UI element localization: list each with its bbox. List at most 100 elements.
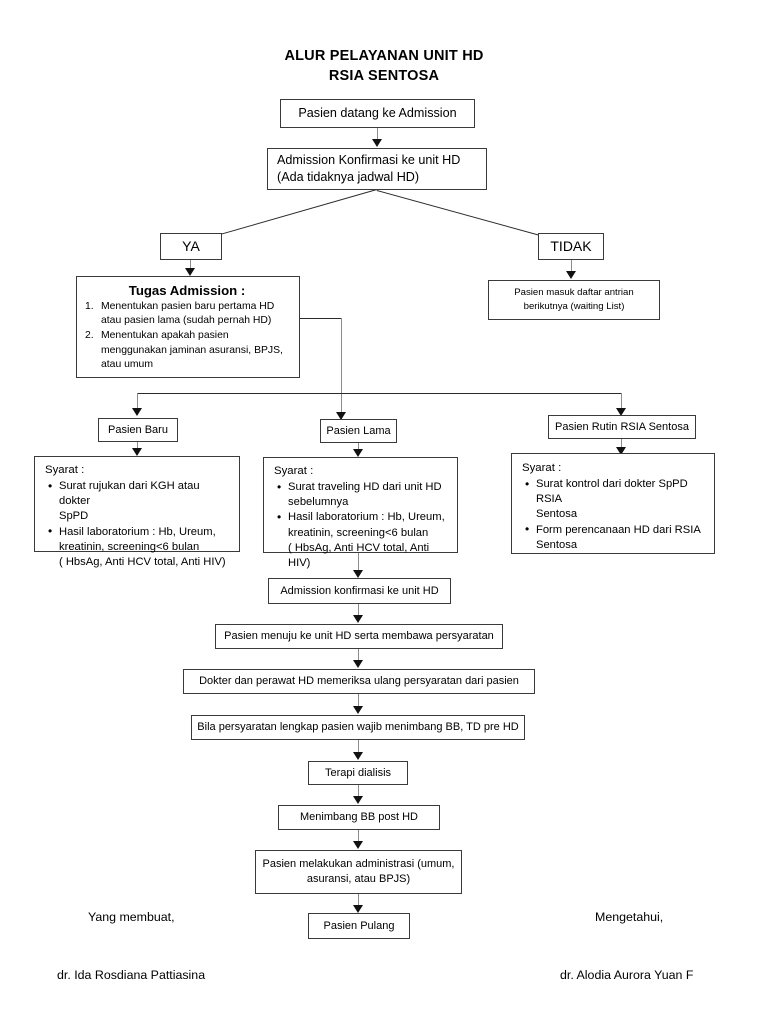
connector-konfirmasi-to-ya [219, 188, 377, 236]
node-tugas-admission[interactable]: Tugas Admission : 1. Menentukan pasien b… [76, 276, 300, 378]
node-tidak-label: TIDAK [550, 238, 592, 254]
node-terapi-dialisis[interactable]: Terapi dialisis [308, 761, 408, 785]
node-pasien-lama[interactable]: Pasien Lama [320, 419, 397, 443]
signature-left-name: dr. Ida Rosdiana Pattiasina [57, 968, 206, 982]
arrowhead-konfirmasi2-to-menuju [353, 615, 363, 623]
list-item: Surat traveling HD dari unit HD sebelumn… [277, 479, 451, 510]
node-tidak[interactable]: TIDAK [538, 233, 604, 260]
connector-periksa-to-timbang-pre [358, 694, 359, 711]
connector-pasien-lama-to-syarat [358, 443, 359, 453]
node-waiting-list-line2: berikutnya (waiting List) [523, 301, 625, 312]
node-pasien-baru-label: Pasien Baru [108, 423, 168, 436]
node-admission-konfirmasi-line2: (Ada tidaknya jadwal HD) [277, 170, 420, 184]
connector-menuju-to-periksa [358, 649, 359, 665]
list-item-number: 2. [85, 330, 94, 342]
connector-pasien-rutin-to-syarat [621, 439, 622, 451]
node-administrasi-line1: Pasien melakukan administrasi (umum, [262, 858, 455, 870]
connector-terapi-to-timbang-post [358, 785, 359, 801]
node-timbang-pre-hd-label: Bila persyaratan lengkap pasien wajib me… [197, 721, 519, 733]
node-administrasi[interactable]: Pasien melakukan administrasi (umum, asu… [255, 850, 462, 894]
node-admission-konfirmasi-2-label: Admission konfirmasi ke unit HD [280, 584, 439, 597]
list-item-line2: atau pasien lama (sudah pernah HD) [101, 315, 272, 327]
list-item: Surat kontrol dari dokter SpPD RSIA Sent… [525, 477, 708, 523]
node-admission-konfirmasi-2[interactable]: Admission konfirmasi ke unit HD [268, 578, 451, 604]
list-item-body: Menentukan apakah pasien menggunakan jam… [101, 329, 295, 372]
arrowhead-menuju-to-periksa [353, 660, 363, 668]
list-item: Form perencanaan HD dari RSIA Sentosa [525, 522, 708, 553]
page-title-line2: RSIA SENTOSA [328, 68, 440, 84]
node-pasien-baru[interactable]: Pasien Baru [98, 418, 178, 442]
node-waiting-list[interactable]: Pasien masuk daftar antrian berikutnya (… [488, 280, 660, 320]
arrowhead-bus-to-pasien-baru [132, 408, 142, 416]
list-item-line2: sebelumnya [288, 496, 349, 509]
arrowhead-ya-to-tugas [185, 268, 195, 276]
connector-pasien-baru-to-syarat [137, 442, 138, 452]
list-item-line2: kreatinin, screening<6 bulan [59, 540, 200, 553]
node-syarat-pasien-baru[interactable]: Syarat : Surat rujukan dari KGH atau dok… [34, 456, 240, 568]
node-terapi-dialisis-label: Terapi dialisis [324, 766, 392, 779]
node-periksa-ulang[interactable]: Dokter dan perawat HD memeriksa ulang pe… [183, 669, 535, 694]
list-item-line2: Sentosa [536, 508, 578, 521]
arrowhead-pasien-baru-to-syarat [132, 448, 142, 456]
arrowhead-pasien-rutin-to-syarat [616, 447, 626, 455]
connector-tugas-exit-vertical [341, 318, 342, 422]
list-item-line1: Form perencanaan HD dari RSIA [536, 523, 701, 536]
syarat-rutin-heading: Syarat : [522, 462, 562, 474]
connector-timbang-post-to-administrasi [358, 830, 359, 846]
connector-konfirmasi-to-tidak [376, 190, 541, 236]
syarat-lama-heading: Syarat : [274, 465, 314, 477]
arrowhead-tidak-to-waiting [566, 271, 576, 279]
page-title: ALUR PELAYANAN UNIT HD RSIA SENTOSA [228, 46, 540, 86]
list-item-line3: ( HbsAg, Anti HCV total, Anti HIV) [59, 556, 226, 569]
syarat-baru-list: Surat rujukan dari KGH atau dokter SpPD … [45, 479, 233, 570]
node-pasien-datang[interactable]: Pasien datang ke Admission [280, 99, 475, 128]
list-item: Hasil laboratorium : Hb, Ureum, kreatini… [277, 510, 451, 571]
list-item-line1: Hasil laboratorium : Hb, Ureum, [59, 525, 216, 538]
list-item: Surat rujukan dari KGH atau dokter SpPD [48, 479, 233, 525]
syarat-lama-list: Surat traveling HD dari unit HD sebelumn… [274, 479, 451, 571]
node-pasien-pulang-label: Pasien Pulang [323, 919, 395, 932]
arrowhead-timbang-pre-to-terapi [353, 752, 363, 760]
arrowhead-periksa-to-timbang-pre [353, 706, 363, 714]
arrowhead-administrasi-to-pulang [353, 905, 363, 913]
list-item: 2. Menentukan apakah pasien menggunakan … [79, 329, 295, 372]
node-pasien-menuju-unit-label: Pasien menuju ke unit HD serta membawa p… [224, 630, 494, 642]
node-timbang-post-hd[interactable]: Menimbang BB post HD [278, 805, 440, 830]
list-item-line3: ( HbsAg, Anti HCV total, Anti HIV) [288, 541, 430, 570]
node-pasien-rutin[interactable]: Pasien Rutin RSIA Sentosa [548, 415, 696, 439]
tugas-admission-list: 1. Menentukan pasien baru pertama HD ata… [79, 300, 299, 373]
node-pasien-pulang[interactable]: Pasien Pulang [308, 913, 410, 939]
connector-timbang-pre-to-terapi [358, 740, 359, 757]
connector-start-to-konfirmasi [377, 128, 378, 142]
signature-right-role: Mengetahui, [595, 910, 664, 924]
node-syarat-pasien-rutin[interactable]: Syarat : Surat kontrol dari dokter SpPD … [511, 453, 715, 554]
list-item-number: 1. [85, 301, 94, 312]
list-item: Hasil laboratorium : Hb, Ureum, kreatini… [48, 524, 233, 571]
connector-konfirmasi2-to-menuju [358, 604, 359, 620]
arrowhead-start-to-konfirmasi [372, 139, 382, 147]
list-item-line1: Surat rujukan dari KGH atau dokter [59, 480, 200, 508]
node-syarat-pasien-lama[interactable]: Syarat : Surat traveling HD dari unit HD… [263, 457, 458, 569]
arrowhead-bus-to-pasien-lama [336, 412, 346, 420]
node-ya-label: YA [182, 238, 200, 254]
list-item-line2: SpPD [59, 510, 89, 523]
node-pasien-rutin-label: Pasien Rutin RSIA Sentosa [555, 420, 689, 433]
node-pasien-menuju-unit[interactable]: Pasien menuju ke unit HD serta membawa p… [215, 624, 503, 649]
list-item-body: Menentukan pasien baru pertama HD atau p… [101, 300, 295, 328]
page-title-line1: ALUR PELAYANAN UNIT HD [284, 48, 484, 64]
node-timbang-post-hd-label: Menimbang BB post HD [300, 811, 418, 823]
arrowhead-syarat-to-konfirmasi2 [353, 570, 363, 578]
node-timbang-pre-hd[interactable]: Bila persyaratan lengkap pasien wajib me… [191, 715, 525, 740]
node-administrasi-line2: asuransi, atau BPJS) [306, 873, 411, 885]
node-ya[interactable]: YA [160, 233, 222, 260]
node-waiting-list-line1: Pasien masuk daftar antrian [514, 286, 634, 298]
node-admission-konfirmasi[interactable]: Admission Konfirmasi ke unit HD (Ada tid… [267, 148, 487, 190]
arrowhead-terapi-to-timbang-post [353, 796, 363, 804]
connector-bus-to-pasien-rutin [621, 393, 622, 410]
list-item-line1: Surat kontrol dari dokter SpPD RSIA [536, 478, 688, 506]
arrowhead-pasien-lama-to-syarat [353, 449, 363, 457]
signature-right-name: dr. Alodia Aurora Yuan F [560, 968, 694, 982]
node-pasien-datang-label: Pasien datang ke Admission [298, 106, 457, 120]
connector-administrasi-to-pulang [358, 894, 359, 910]
